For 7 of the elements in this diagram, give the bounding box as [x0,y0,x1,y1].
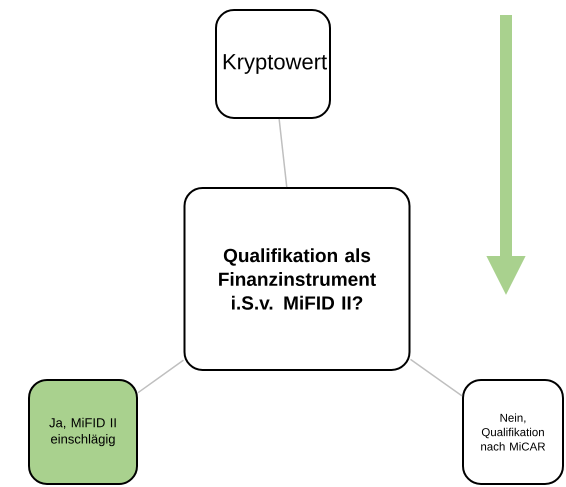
connector-line [278,118,288,188]
connector-line [138,360,184,394]
connector-line [410,358,462,397]
answer-box: Ja, MiFID II einschlägig [28,379,138,485]
question-box: Qualifikation als Finanzinstrument i.S.v. MiFID II? [184,187,410,371]
answer-box: Nein, Qualifikation nach MiCAR [462,379,564,485]
start-box: Kryptowert [215,9,331,119]
